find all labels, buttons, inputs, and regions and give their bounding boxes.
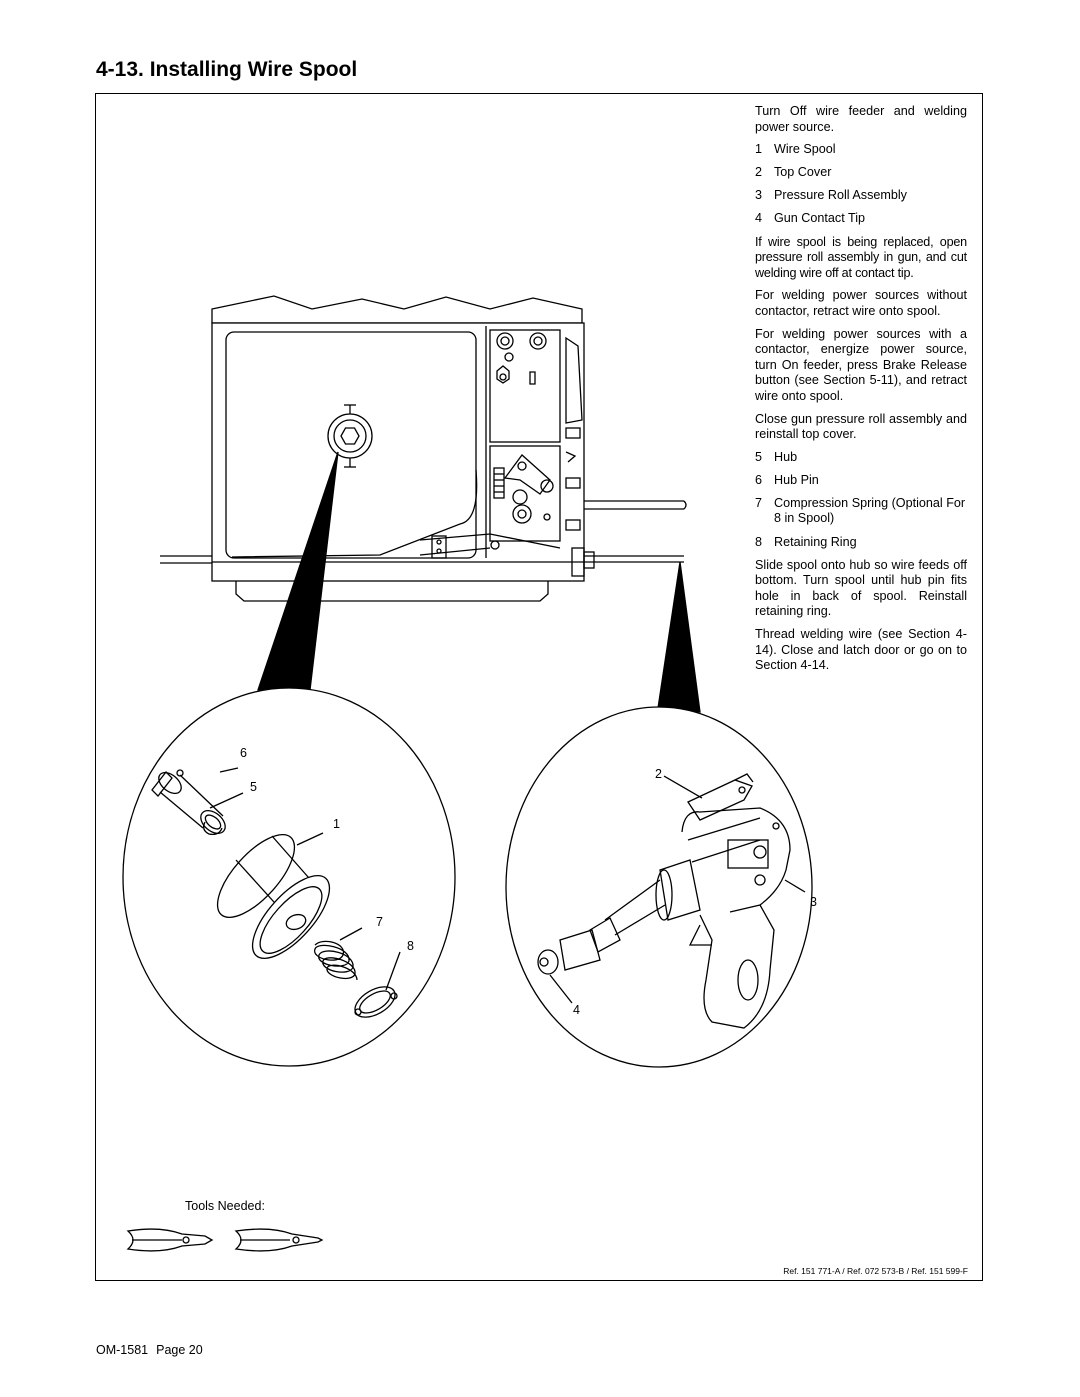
tools-needed-label: Tools Needed: <box>185 1199 265 1213</box>
instruction-paragraph: For welding power sources without contac… <box>755 288 967 318</box>
detail-circle-spool <box>122 687 456 1067</box>
section-title: 4-13. Installing Wire Spool <box>96 58 358 81</box>
instructions-column: Turn Off wire feeder and welding power s… <box>755 104 967 681</box>
callout-2: 2 <box>655 767 662 781</box>
detail-circle-gun <box>505 706 813 1068</box>
instruction-paragraph: Slide spool onto hub so wire feeds off b… <box>755 557 967 619</box>
instruction-paragraph: For welding power sources with a contact… <box>755 326 967 403</box>
instruction-paragraph: If wire spool is being replaced, open pr… <box>755 234 967 280</box>
callout-1: 1 <box>333 817 340 831</box>
page-footer: OM-1581 Page 20 <box>96 1343 203 1357</box>
callout-5: 5 <box>250 780 257 794</box>
instruction-paragraph: Thread welding wire (see Section 4-14). … <box>755 627 967 673</box>
callout-6: 6 <box>240 746 247 760</box>
tools-group <box>126 1228 324 1252</box>
diagonal-cutters-icon <box>126 1228 214 1252</box>
needle-nose-pliers-icon <box>234 1228 324 1252</box>
document-number: OM-1581 <box>96 1343 149 1357</box>
welding-gun <box>537 773 806 1029</box>
intro-text: Turn Off wire feeder and welding power s… <box>755 104 967 134</box>
callout-7: 7 <box>376 915 383 929</box>
callout-4: 4 <box>573 1003 580 1017</box>
pointer-wedge-right <box>657 561 701 713</box>
instruction-paragraph: Close gun pressure roll assembly and rei… <box>755 411 967 442</box>
callout-3: 3 <box>810 895 817 909</box>
reference-numbers: Ref. 151 771-A / Ref. 072 573-B / Ref. 1… <box>783 1266 968 1276</box>
wire-feeder-cabinet <box>160 295 687 602</box>
callout-8: 8 <box>407 939 414 953</box>
figure-frame <box>95 93 983 1281</box>
spool-assembly <box>151 767 401 1018</box>
page-number: Page 20 <box>156 1343 203 1357</box>
